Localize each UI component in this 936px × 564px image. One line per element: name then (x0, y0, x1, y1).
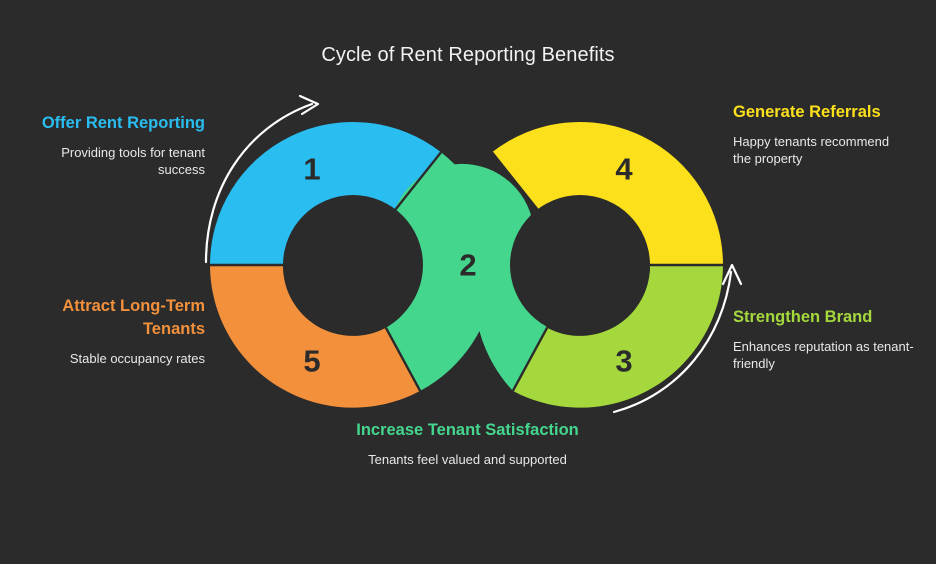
segment-2-green-band[interactable] (394, 152, 548, 391)
label-desc-5: Stable occupancy rates (69, 351, 205, 367)
label-title-1: Offer Rent Reporting (41, 114, 205, 132)
label-title-5: Attract Long-Term Tenants (62, 297, 205, 339)
label-title-3: Strengthen Brand (733, 308, 873, 326)
left-cycle-arrow (204, 94, 320, 264)
segment-number-1: 1 (303, 152, 320, 187)
segment-number-4: 4 (615, 152, 633, 187)
label-title-4: Generate Referrals (733, 103, 881, 121)
label-desc-4: Happy tenants recommend the property (733, 134, 890, 167)
label-desc-2: Tenants feel valued and supported (368, 452, 567, 468)
label-desc-3: Enhances reputation as tenant-friendly (733, 339, 914, 372)
page-title: Cycle of Rent Reporting Benefits (321, 44, 615, 66)
segment-3-lime[interactable] (512, 265, 723, 408)
segment-1-blue[interactable] (209, 121, 442, 265)
right-cycle-arrow (612, 263, 743, 414)
label-offer-rent-reporting: Offer Rent Reporting Providing tools for… (38, 112, 205, 178)
segment-number-3: 3 (615, 344, 632, 379)
label-title-2: Increase Tenant Satisfaction (356, 421, 579, 439)
segment-5-orange[interactable] (210, 265, 421, 408)
segment-number-5: 5 (303, 344, 320, 379)
segment-dividers (210, 151, 723, 392)
label-desc-1: Providing tools for tenant success (61, 145, 205, 178)
segment-2-green[interactable] (385, 152, 496, 391)
segment-4-yellow[interactable] (491, 121, 723, 266)
left-ring-hub (283, 195, 423, 335)
segment-number-2: 2 (459, 248, 476, 283)
label-increase-tenant-satisfaction: Increase Tenant Satisfaction Tenants fee… (350, 419, 585, 468)
label-attract-long-term-tenants: Attract Long-Term Tenants Stable occupan… (28, 295, 205, 367)
right-ring-hub (510, 195, 650, 335)
label-generate-referrals: Generate Referrals Happy tenants recomme… (733, 101, 893, 167)
label-strengthen-brand: Strengthen Brand Enhances reputation as … (733, 306, 923, 372)
